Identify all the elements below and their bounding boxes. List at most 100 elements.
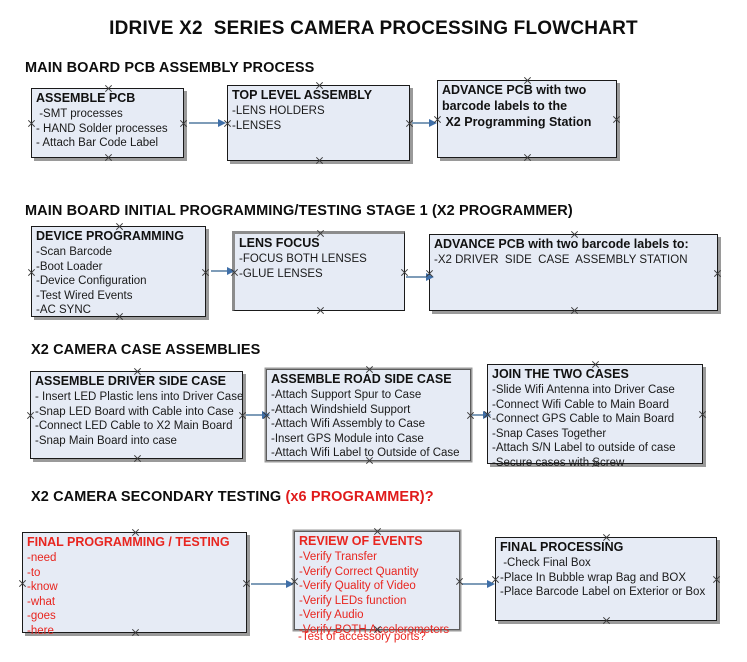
resize-handle-bottom[interactable] xyxy=(602,616,611,625)
box-lens-focus[interactable]: LENS FOCUS -FOCUS BOTH LENSES -GLUE LENS… xyxy=(232,231,405,311)
box-title: ADVANCE PCB with two barcode labels to: xyxy=(434,237,689,251)
resize-handle-left[interactable] xyxy=(223,119,232,128)
box-line: -Verify Transfer xyxy=(299,551,377,563)
resize-handle-top[interactable] xyxy=(591,360,600,369)
arrow-head-icon xyxy=(218,118,226,127)
resize-handle-top[interactable] xyxy=(316,229,325,238)
box-title: REVIEW OF EVENTS xyxy=(299,534,423,548)
section-heading-main-board-initial-programming: MAIN BOARD INITIAL PROGRAMMING/TESTING S… xyxy=(25,203,573,219)
box-line: - HAND Solder processes xyxy=(36,122,168,135)
resize-handle-left[interactable] xyxy=(290,577,299,586)
resize-handle-top[interactable] xyxy=(131,528,140,537)
resize-handle-bottom[interactable] xyxy=(133,454,142,463)
box-advance-pcb-to-driver-side-case[interactable]: ADVANCE PCB with two barcode labels to: … xyxy=(429,234,718,311)
resize-handle-right[interactable] xyxy=(242,579,251,588)
resize-handle-bottom[interactable] xyxy=(365,456,374,465)
resize-handle-left[interactable] xyxy=(26,411,35,420)
box-title: ASSEMBLE ROAD SIDE CASE xyxy=(271,372,452,386)
box-line: -Device Configuration xyxy=(36,275,147,287)
box-advance-pcb-to-programming-station[interactable]: ADVANCE PCB with two barcode labels to t… xyxy=(437,80,617,158)
resize-handle-right[interactable] xyxy=(455,577,464,586)
box-line: -Verify BOTH Accelerometers xyxy=(299,623,450,636)
resize-handle-right[interactable] xyxy=(612,115,621,124)
arrow-shaft xyxy=(406,276,427,278)
resize-handle-right[interactable] xyxy=(713,269,722,278)
resize-handle-bottom[interactable] xyxy=(373,625,382,634)
box-line: -need xyxy=(27,552,57,564)
resize-handle-bottom[interactable] xyxy=(104,153,113,162)
box-line: -Slide Wifi Antenna into Driver Case xyxy=(492,384,675,396)
resize-handle-bottom[interactable] xyxy=(523,153,532,162)
box-line: -FOCUS BOTH LENSES xyxy=(239,253,367,265)
resize-handle-top[interactable] xyxy=(373,527,382,536)
connector-arrow xyxy=(189,117,226,129)
box-line: -Attach Wifi Label to Outside of Case xyxy=(271,447,460,459)
resize-handle-left[interactable] xyxy=(262,411,271,420)
box-title: FINAL PROCESSING xyxy=(500,540,624,554)
resize-handle-top[interactable] xyxy=(133,367,142,376)
resize-handle-bottom[interactable] xyxy=(316,306,325,315)
box-line: - Insert LED Plastic lens into Driver Ca… xyxy=(35,391,244,403)
box-review-of-events[interactable]: REVIEW OF EVENTS -Verify Transfer -Verif… xyxy=(294,531,460,636)
resize-handle-right[interactable] xyxy=(405,119,414,128)
resize-handle-left[interactable] xyxy=(18,579,27,588)
resize-handle-right[interactable] xyxy=(698,410,707,419)
resize-handle-top[interactable] xyxy=(365,365,374,374)
box-assemble-driver-side-case[interactable]: ASSEMBLE DRIVER SIDE CASE - Insert LED P… xyxy=(30,371,243,459)
section-heading-suffix: (x6 PROGRAMMER)? xyxy=(285,489,434,505)
box-line: -Snap LED Board with Cable into Case xyxy=(35,405,234,418)
box-line: - Attach Bar Code Label xyxy=(36,137,159,149)
box-top-level-assembly[interactable]: TOP LEVEL ASSEMBLY -LENS HOLDERS -LENSES xyxy=(227,85,410,161)
box-line: -Scan Barcode xyxy=(36,246,113,258)
resize-handle-left[interactable] xyxy=(483,410,492,419)
resize-handle-left[interactable] xyxy=(27,119,36,128)
box-content: REVIEW OF EVENTS -Verify Transfer -Verif… xyxy=(299,534,457,637)
resize-handle-top[interactable] xyxy=(570,230,579,239)
resize-handle-left[interactable] xyxy=(230,268,239,277)
box-line: -Boot Loader xyxy=(36,260,103,273)
resize-handle-bottom[interactable] xyxy=(591,459,600,468)
box-assemble-pcb[interactable]: ASSEMBLE PCB -SMT processes - HAND Solde… xyxy=(31,88,184,158)
resize-handle-left[interactable] xyxy=(491,575,500,584)
resize-handle-right[interactable] xyxy=(400,268,409,277)
resize-handle-top[interactable] xyxy=(315,81,324,90)
box-title-line2: barcode labels to the xyxy=(442,99,568,113)
box-line: -Check Final Box xyxy=(500,557,591,569)
box-line: -here xyxy=(27,624,54,637)
box-line: -Connect LED Cable to X2 Main Board xyxy=(35,420,233,432)
box-content: TOP LEVEL ASSEMBLY -LENS HOLDERS -LENSES xyxy=(232,88,407,133)
resize-handle-right[interactable] xyxy=(201,268,210,277)
box-content: DEVICE PROGRAMMING -Scan Barcode -Boot L… xyxy=(36,229,203,318)
resize-handle-top[interactable] xyxy=(104,84,113,93)
resize-handle-left[interactable] xyxy=(425,269,434,278)
box-line: -Verify Quality of Video xyxy=(299,580,416,592)
box-device-programming[interactable]: DEVICE PROGRAMMING -Scan Barcode -Boot L… xyxy=(31,226,206,317)
resize-handle-top[interactable] xyxy=(115,222,124,231)
box-final-processing[interactable]: FINAL PROCESSING -Check Final Box -Place… xyxy=(495,537,717,621)
box-assemble-road-side-case[interactable]: ASSEMBLE ROAD SIDE CASE -Attach Support … xyxy=(266,369,471,461)
resize-handle-bottom[interactable] xyxy=(131,628,140,637)
resize-handle-right[interactable] xyxy=(238,411,247,420)
box-line: -GLUE LENSES xyxy=(239,267,323,280)
resize-handle-top[interactable] xyxy=(602,533,611,542)
resize-handle-right[interactable] xyxy=(466,411,475,420)
box-final-programming-testing[interactable]: FINAL PROGRAMMING / TESTING -need -to -k… xyxy=(22,532,247,637)
box-content: ADVANCE PCB with two barcode labels to t… xyxy=(442,83,614,131)
box-content: ASSEMBLE PCB -SMT processes - HAND Solde… xyxy=(36,91,181,151)
resize-handle-bottom[interactable] xyxy=(115,312,124,321)
box-title: DEVICE PROGRAMMING xyxy=(36,229,184,243)
arrow-shaft xyxy=(462,583,488,585)
resize-handle-left[interactable] xyxy=(27,268,36,277)
box-line: -goes xyxy=(27,610,56,622)
resize-handle-right[interactable] xyxy=(179,119,188,128)
resize-handle-right[interactable] xyxy=(712,575,721,584)
resize-handle-bottom[interactable] xyxy=(315,156,324,165)
resize-handle-left[interactable] xyxy=(433,115,442,124)
connector-arrow xyxy=(251,578,294,590)
resize-handle-bottom[interactable] xyxy=(570,306,579,315)
box-join-the-two-cases[interactable]: JOIN THE TWO CASES -Slide Wifi Antenna i… xyxy=(487,364,703,469)
resize-handle-top[interactable] xyxy=(523,76,532,85)
box-line: -Place In Bubble wrap Bag and BOX xyxy=(500,571,687,584)
box-line: -Test Wired Events xyxy=(36,289,133,302)
box-overflow-line-test-of-accessory-ports: -Test of accessory ports? xyxy=(298,631,426,643)
